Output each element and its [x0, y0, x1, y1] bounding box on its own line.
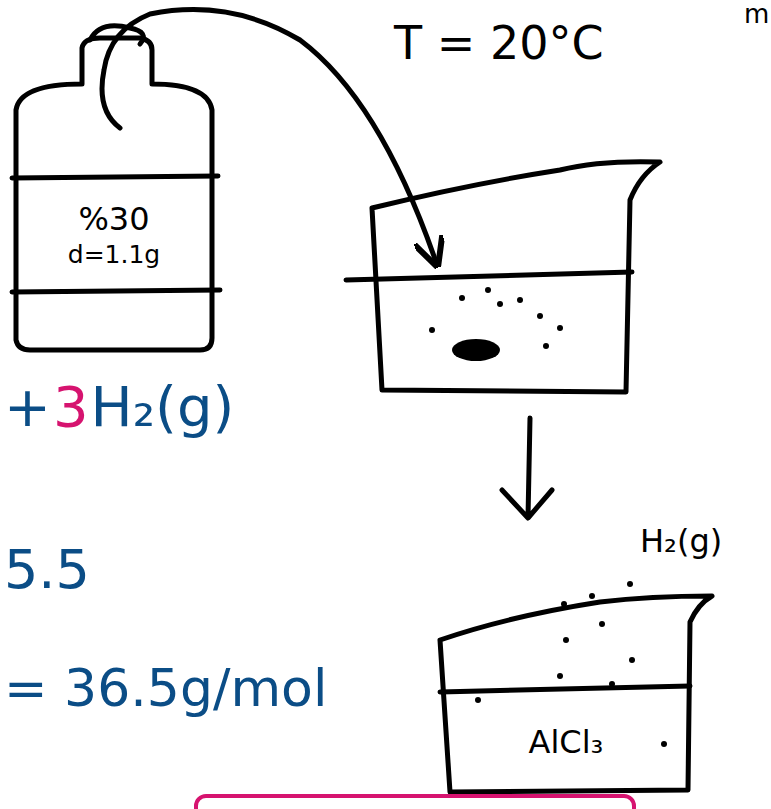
equation-text: 3: [53, 376, 89, 438]
concentration-label: %30: [74, 200, 153, 239]
bubbles: [429, 287, 667, 747]
condition-note: m: [744, 0, 769, 29]
bottle-label: %30d=1.1g: [20, 182, 208, 288]
product-formula: AlCl₃: [525, 723, 608, 762]
equation-text: 5.5: [4, 540, 90, 599]
bottle-label-band: [12, 176, 220, 292]
gas-label: H₂(g): [640, 524, 722, 559]
equation-text: +: [4, 376, 51, 438]
condition-note: T = 20°C: [394, 18, 604, 69]
beaker-contents: AlCl₃: [446, 700, 686, 786]
liquid-surface: [346, 272, 632, 280]
bottle-outline: [16, 38, 212, 350]
equation-text: H₂(g): [91, 376, 235, 438]
highlight-box: [196, 796, 634, 809]
delivery-tube: [102, 10, 436, 262]
equation-text: = 36.5g/mol: [4, 660, 327, 717]
beaker: [440, 596, 712, 792]
liquid-surface: [440, 686, 690, 692]
process-arrow: [502, 418, 552, 518]
concentration-label: d=1.1g: [64, 239, 164, 271]
